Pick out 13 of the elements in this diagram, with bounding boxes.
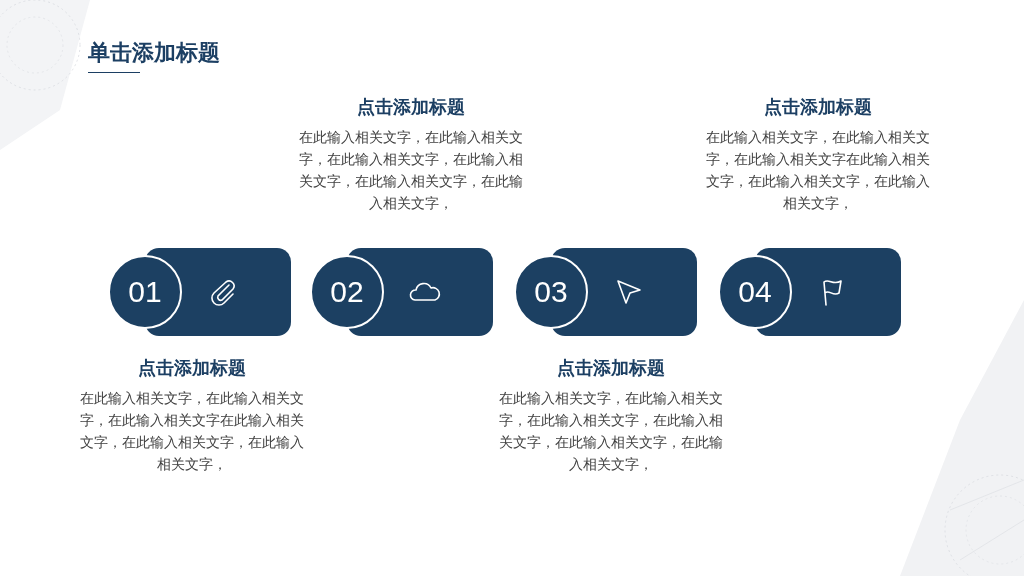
step-heading: 点击添加标题 [763, 96, 873, 119]
number-circle: 04 [718, 255, 792, 329]
title: 单击添加标题 [88, 39, 220, 67]
description-text: 在此输入相关文字，在此输入相关文字，在此输入相关文字在此输入相关文字，在此输入相关文字，在此输入相关文字， [79, 390, 305, 474]
number-circle: 02 [310, 255, 384, 329]
number-circle: 01 [108, 255, 182, 329]
step-heading: 点击添加标题 [556, 357, 666, 380]
description-text: 在此输入相关文字，在此输入相关文字，在此输入相关文字，在此输入相关文字，在此输入相关文字，在此输入相关文字， [298, 129, 524, 213]
description-text: 在此输入相关文字，在此输入相关文字，在此输入相关文字，在此输入相关文字，在此输入相关文字，在此输入相关文字， [498, 390, 724, 474]
number-circle: 03 [514, 255, 588, 329]
step-heading: 点击添加标题 [137, 357, 247, 380]
step-heading: 点击添加标题 [356, 96, 466, 119]
description-text: 在此输入相关文字，在此输入相关文字，在此输入相关文字在此输入相关文字，在此输入相关文字，在此输入相关文字， [705, 129, 931, 213]
